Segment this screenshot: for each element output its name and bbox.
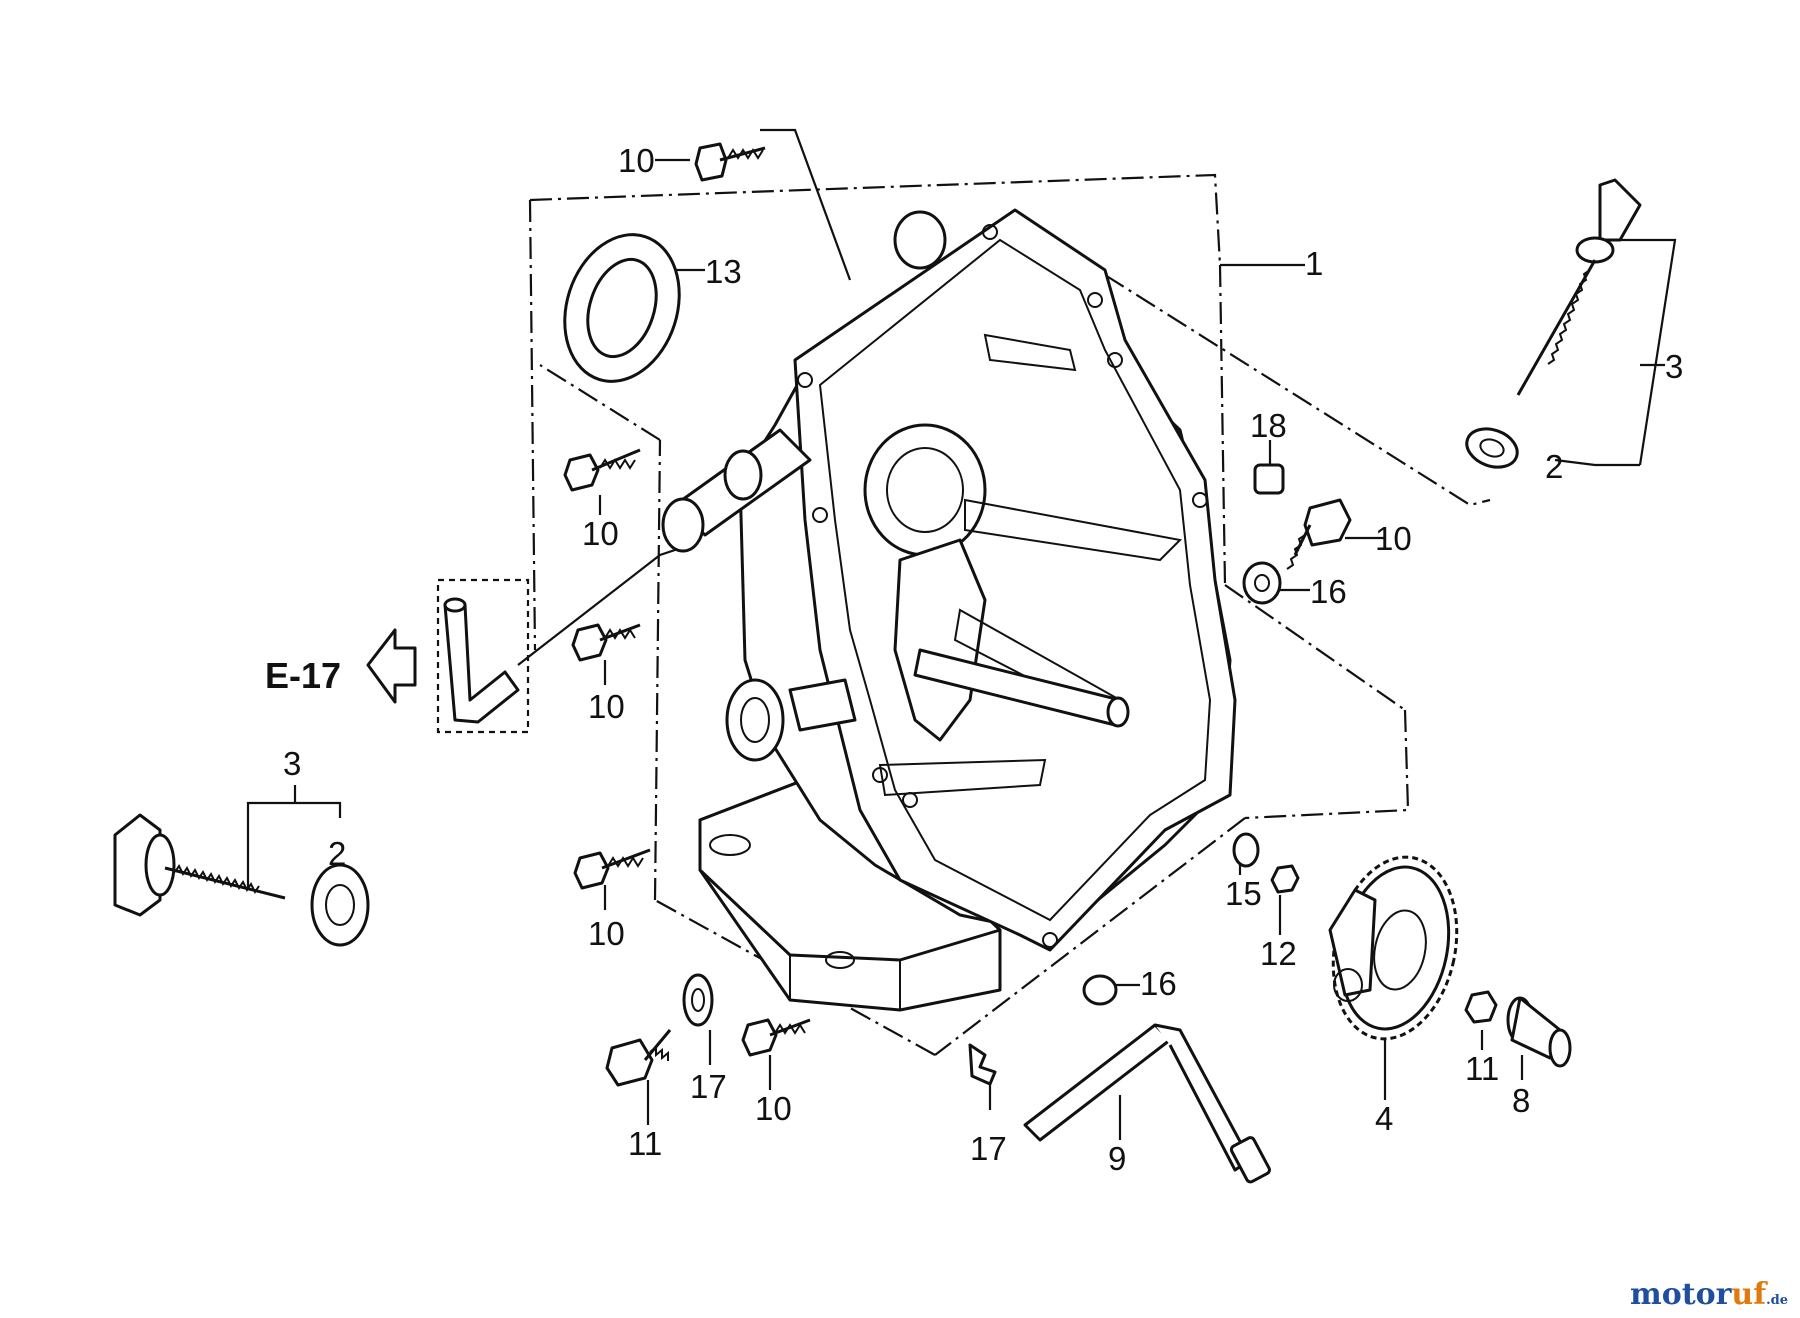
- callout-label: 16: [1140, 965, 1177, 1002]
- reference-label: E-17: [265, 655, 341, 696]
- callout-label: 4: [1375, 1100, 1393, 1137]
- callout-label: 10: [1375, 520, 1412, 557]
- watermark-logo: motoruf.de: [1630, 1277, 1788, 1312]
- callout-label: 18: [1250, 407, 1287, 444]
- callout-label: 12: [1260, 935, 1297, 972]
- callout-labels: 1 2 2 3 3 4 8 9 10 10 10 10 10 10 11 11 …: [265, 142, 1683, 1177]
- callout-label: 11: [628, 1125, 662, 1162]
- callout-label: 8: [1512, 1082, 1530, 1119]
- callout-label: 10: [588, 688, 625, 725]
- callout-label: 1: [1305, 245, 1323, 282]
- dipstick-left: [113, 813, 370, 947]
- callout-label: 9: [1108, 1140, 1126, 1177]
- callout-label: 16: [1310, 573, 1347, 610]
- watermark-part1: motor: [1629, 1277, 1732, 1312]
- oil-seal: [563, 233, 681, 383]
- callout-label: 2: [328, 835, 346, 872]
- callout-label: 17: [970, 1130, 1007, 1167]
- reference-arrow: [366, 628, 417, 704]
- callout-label: 10: [755, 1090, 792, 1127]
- callout-label: 10: [582, 515, 619, 552]
- right-small-parts: [1242, 463, 1352, 605]
- dipstick-right: [1465, 178, 1642, 469]
- callout-label: 17: [690, 1068, 727, 1105]
- callout-label: 3: [1665, 348, 1683, 385]
- breather-hose: [366, 578, 530, 734]
- callout-label: 3: [283, 745, 301, 782]
- governor-gear: [1328, 855, 1459, 1041]
- crankcase-cover: [661, 208, 1237, 1012]
- callout-label: 15: [1225, 875, 1262, 912]
- callout-label: 13: [705, 253, 742, 290]
- callout-label: 11: [1465, 1050, 1499, 1087]
- watermark-part2: uf: [1731, 1277, 1767, 1312]
- bolt-parts: [563, 142, 811, 1057]
- callout-label: 10: [618, 142, 655, 179]
- bottom-small-parts: [605, 832, 1572, 1184]
- callout-label: 2: [1545, 448, 1563, 485]
- callout-label: 10: [588, 915, 625, 952]
- watermark-part3: .de: [1766, 1293, 1788, 1308]
